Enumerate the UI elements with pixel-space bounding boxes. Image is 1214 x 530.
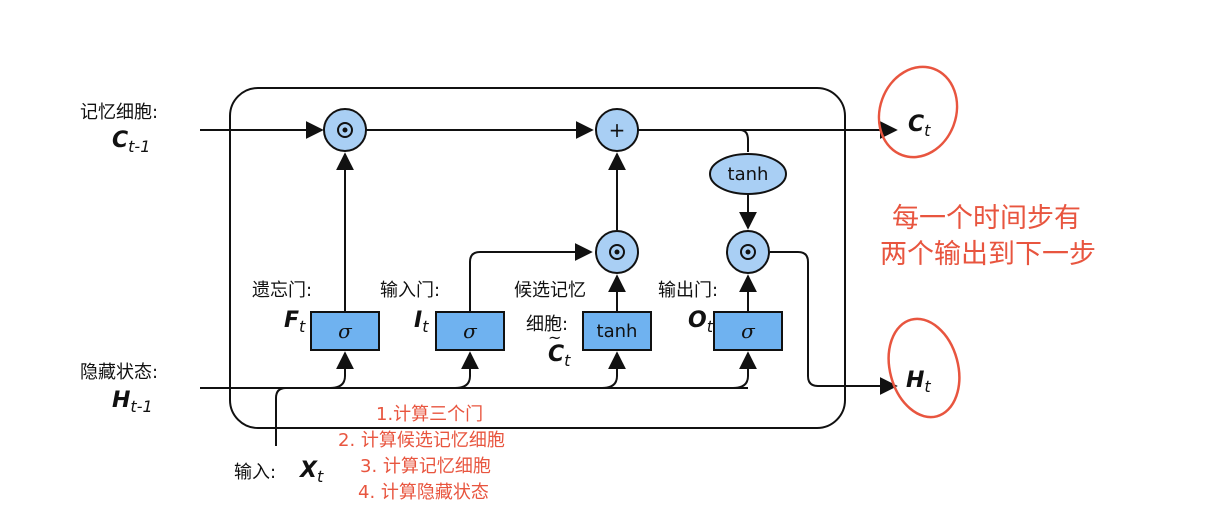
hidden-input-label: 隐藏状态: — [80, 362, 159, 383]
x-input-label: 输入: — [234, 462, 277, 483]
output-box-sigma: σ — [741, 319, 756, 343]
x-input-line — [275, 387, 287, 446]
ht-highlight-circle — [887, 317, 961, 419]
ct-highlight-circle — [877, 65, 959, 159]
tanh-ellipse-label: tanh — [728, 164, 769, 185]
forget-box-sigma: σ — [338, 319, 353, 343]
input-to-mult-line — [469, 243, 593, 312]
forget-gate-symbol: Ft — [284, 308, 306, 336]
hidden-to-forget — [329, 351, 354, 389]
ct-output-symbol: Ct — [908, 112, 931, 140]
forget-gate-label: 遗忘门: — [252, 280, 313, 301]
multiply-symbols — [337, 122, 756, 260]
candidate-label-line1: 候选记忆 — [514, 280, 586, 301]
lstm-cell-frame — [229, 87, 846, 429]
hidden-to-input — [454, 351, 479, 389]
output-gate-label: 输出门: — [658, 280, 719, 301]
ht-output-symbol: Ht — [906, 368, 931, 396]
step-4: 4. 计算隐藏状态 — [358, 482, 489, 503]
input-gate-label: 输入门: — [380, 280, 441, 301]
x-input-symbol: Xt — [300, 458, 324, 486]
input-gate-symbol: It — [414, 308, 429, 336]
h-output-line — [770, 251, 898, 395]
step-2: 2. 计算候选记忆细胞 — [338, 430, 505, 451]
output-gate-box — [713, 311, 783, 351]
hidden-input-symbol: Ht-1 — [112, 388, 153, 416]
hidden-to-output — [732, 351, 757, 389]
input-gate-box — [435, 311, 505, 351]
candidate-label-line2: 细胞: — [526, 314, 569, 335]
outputs-note-line1: 每一个时间步有 — [892, 203, 1081, 234]
hidden-to-candidate — [601, 351, 626, 389]
outputs-note-line2: 两个输出到下一步 — [880, 239, 1096, 270]
input-box-sigma: σ — [463, 319, 478, 343]
add-node — [595, 108, 639, 152]
forget-gate-box — [310, 311, 380, 351]
output-gate-symbol: Ot — [688, 308, 713, 336]
memory-to-tanh-line — [636, 129, 749, 152]
add-symbol: + — [609, 118, 626, 142]
candidate-symbol: ~Ct — [548, 328, 571, 370]
step-3: 3. 计算记忆细胞 — [360, 456, 491, 477]
candidate-box-tanh: tanh — [597, 321, 638, 342]
memory-input-symbol: Ct-1 — [112, 128, 151, 156]
step-1: 1.计算三个门 — [376, 404, 484, 425]
memory-input-label: 记忆细胞: — [80, 102, 159, 123]
candidate-box — [582, 311, 652, 351]
